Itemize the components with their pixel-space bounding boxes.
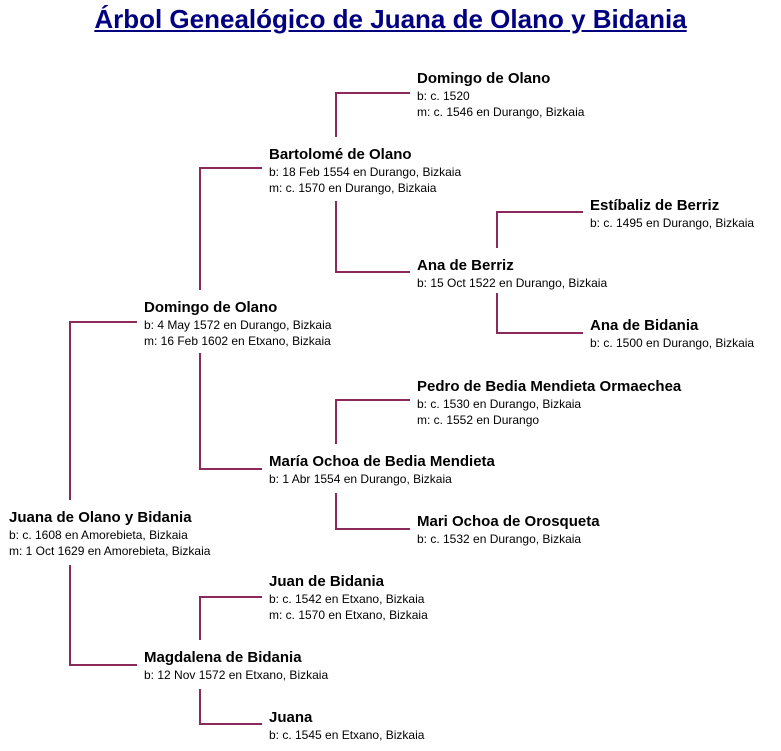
person-ana-de-berriz: Ana de Berriz b: 15 Oct 1522 en Durango,… bbox=[417, 256, 607, 291]
birth-info: b: 15 Oct 1522 en Durango, Bizkaia bbox=[417, 276, 608, 290]
person-name: Ana de Berriz bbox=[417, 257, 514, 274]
birth-info: b: c. 1608 en Amorebieta, Bizkaia bbox=[9, 528, 188, 542]
birth-info: b: 18 Feb 1554 en Durango, Bizkaia bbox=[269, 165, 462, 179]
marriage-info: m: 16 Feb 1602 en Etxano, Bizkaia bbox=[144, 334, 331, 348]
birth-info: b: c. 1495 en Durango, Bizkaia bbox=[590, 216, 755, 230]
marriage-info: m: c. 1570 en Durango, Bizkaia bbox=[269, 181, 437, 195]
person-juana-de-olano-y-bidania: Juana de Olano y Bidania b: c. 1608 en A… bbox=[9, 508, 210, 559]
marriage-info: m: c. 1546 en Durango, Bizkaia bbox=[417, 105, 585, 119]
person-name: Domingo de Olano bbox=[144, 299, 278, 316]
birth-info: b: c. 1532 en Durango, Bizkaia bbox=[417, 532, 582, 546]
person-name: Ana de Bidania bbox=[590, 317, 699, 334]
person-juan-de-bidania: Juan de Bidania b: c. 1542 en Etxano, Bi… bbox=[269, 572, 428, 623]
marriage-info: m: 1 Oct 1629 en Amorebieta, Bizkaia bbox=[9, 544, 211, 558]
person-name: María Ochoa de Bedia Mendieta bbox=[269, 453, 495, 470]
birth-info: b: c. 1530 en Durango, Bizkaia bbox=[417, 397, 582, 411]
person-name: Bartolomé de Olano bbox=[269, 146, 412, 163]
person-name: Magdalena de Bidania bbox=[144, 649, 302, 666]
person-magdalena-de-bidania: Magdalena de Bidania b: 12 Nov 1572 en E… bbox=[144, 648, 328, 683]
birth-info: b: c. 1545 en Etxano, Bizkaia bbox=[269, 728, 425, 742]
marriage-info: m: c. 1570 en Etxano, Bizkaia bbox=[269, 608, 428, 622]
person-domingo-de-olano-grandfather: Domingo de Olano b: c. 1520 m: c. 1546 e… bbox=[417, 69, 584, 120]
person-name: Juan de Bidania bbox=[269, 573, 385, 590]
person-ana-de-bidania: Ana de Bidania b: c. 1500 en Durango, Bi… bbox=[590, 316, 754, 351]
person-pedro-de-bedia-mendieta-ormaechea: Pedro de Bedia Mendieta Ormaechea b: c. … bbox=[417, 377, 681, 428]
person-domingo-de-olano-father: Domingo de Olano b: 4 May 1572 en Durang… bbox=[144, 298, 331, 349]
person-name: Juana de Olano y Bidania bbox=[9, 509, 192, 526]
marriage-info: m: c. 1552 en Durango bbox=[417, 413, 540, 427]
person-juana: Juana b: c. 1545 en Etxano, Bizkaia bbox=[269, 708, 424, 743]
person-name: Domingo de Olano bbox=[417, 70, 551, 87]
birth-info: b: 12 Nov 1572 en Etxano, Bizkaia bbox=[144, 668, 329, 682]
birth-info: b: 1 Abr 1554 en Durango, Bizkaia bbox=[269, 472, 452, 486]
page-title: Árbol Genealógico de Juana de Olano y Bi… bbox=[94, 4, 687, 34]
person-bartolome-de-olano: Bartolomé de Olano b: 18 Feb 1554 en Dur… bbox=[269, 145, 461, 196]
person-estibaliz-de-berriz: Estíbaliz de Berriz b: c. 1495 en Durang… bbox=[590, 196, 754, 231]
person-mari-ochoa-de-orosqueta: Mari Ochoa de Orosqueta b: c. 1532 en Du… bbox=[417, 512, 600, 547]
birth-info: b: c. 1542 en Etxano, Bizkaia bbox=[269, 592, 425, 606]
birth-info: b: 4 May 1572 en Durango, Bizkaia bbox=[144, 318, 332, 332]
person-name: Juana bbox=[269, 709, 313, 726]
birth-info: b: c. 1500 en Durango, Bizkaia bbox=[590, 336, 755, 350]
birth-info: b: c. 1520 bbox=[417, 89, 470, 103]
person-maria-ochoa-de-bedia-mendieta: María Ochoa de Bedia Mendieta b: 1 Abr 1… bbox=[269, 452, 495, 487]
person-name: Pedro de Bedia Mendieta Ormaechea bbox=[417, 378, 682, 395]
person-name: Estíbaliz de Berriz bbox=[590, 197, 720, 214]
person-name: Mari Ochoa de Orosqueta bbox=[417, 513, 600, 530]
